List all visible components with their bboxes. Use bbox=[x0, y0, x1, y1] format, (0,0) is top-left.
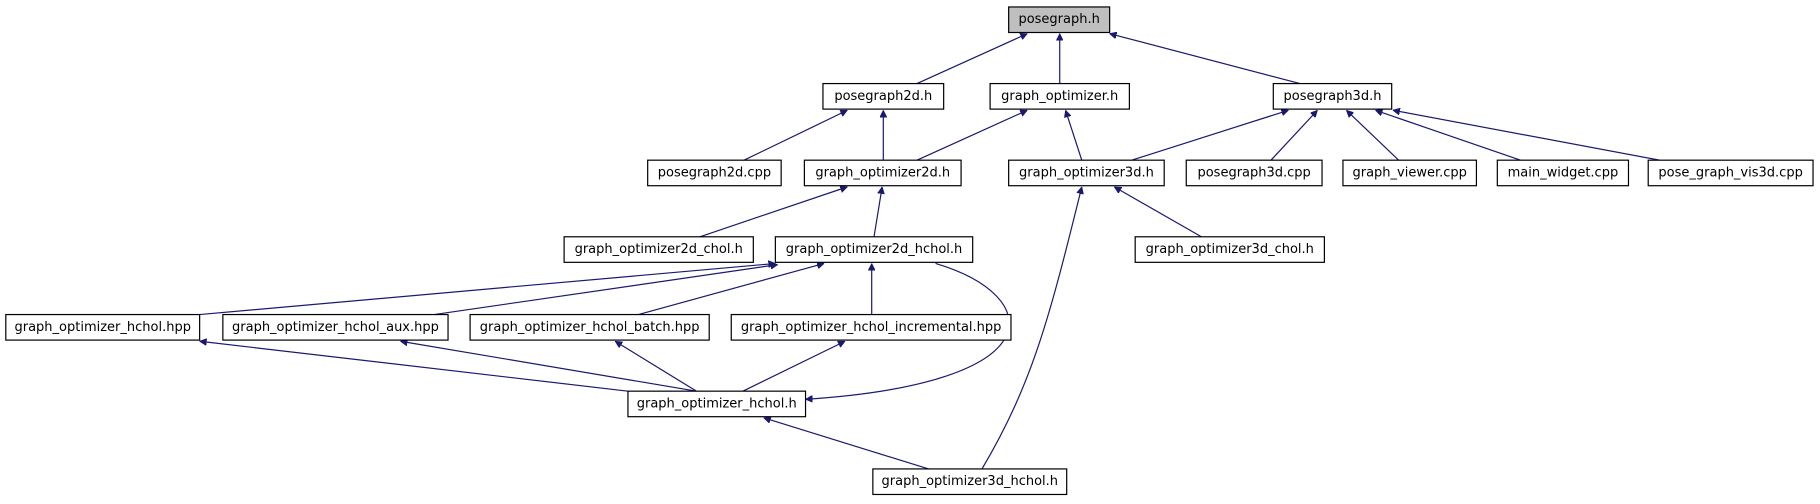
node-label: main_widget.cpp bbox=[1508, 165, 1619, 180]
node-label: graph_optimizer_hchol_aux.hpp bbox=[232, 320, 439, 335]
node-label: graph_optimizer2d_chol.h bbox=[575, 242, 743, 257]
node-label: posegraph3d.cpp bbox=[1197, 165, 1310, 180]
node-label: posegraph.h bbox=[1018, 12, 1099, 27]
edge-graph-optimizer3d-h-to-posegraph3d-h bbox=[1131, 110, 1289, 161]
node-label: graph_optimizer3d_chol.h bbox=[1146, 242, 1314, 257]
node-box[interactable] bbox=[1008, 159, 1165, 187]
node-box[interactable] bbox=[872, 468, 1068, 496]
node-label: posegraph3d.h bbox=[1284, 89, 1382, 104]
node-box[interactable] bbox=[222, 313, 449, 341]
edge-graph-optimizer-hchol-hpp-to-graph-optimizer2d-hchol-h bbox=[199, 263, 776, 316]
node-posegraph2d-cpp[interactable]: posegraph2d.cpp bbox=[647, 159, 782, 187]
node-graph-optimizer-hchol-aux-hpp[interactable]: graph_optimizer_hchol_aux.hpp bbox=[222, 313, 449, 341]
edge-graph-optimizer2d-h-to-graph-optimizer-h bbox=[916, 110, 1027, 161]
node-box[interactable] bbox=[1342, 159, 1478, 187]
node-label: graph_optimizer.h bbox=[1001, 89, 1118, 104]
edge-posegraph3d-h-to-posegraph-h bbox=[1110, 34, 1301, 85]
edge-graph-optimizer-hchol-batch-hpp-to-graph-optimizer2d-hchol-h bbox=[638, 263, 824, 316]
node-label: graph_optimizer2d.h bbox=[815, 165, 950, 180]
node-box[interactable] bbox=[1272, 82, 1393, 110]
node-main-widget-cpp[interactable]: main_widget.cpp bbox=[1496, 159, 1630, 187]
node-pose-graph-vis3d-cpp[interactable]: pose_graph_vis3d.cpp bbox=[1647, 159, 1814, 187]
node-posegraph3d-cpp[interactable]: posegraph3d.cpp bbox=[1185, 159, 1323, 187]
node-graph-optimizer2d-chol-h[interactable]: graph_optimizer2d_chol.h bbox=[563, 236, 754, 263]
edge-posegraph2d-h-to-posegraph-h bbox=[916, 34, 1027, 85]
node-graph-optimizer-hchol-hpp[interactable]: graph_optimizer_hchol.hpp bbox=[5, 313, 201, 341]
node-graph-viewer-cpp[interactable]: graph_viewer.cpp bbox=[1342, 159, 1478, 187]
node-box[interactable] bbox=[627, 390, 807, 418]
node-box[interactable] bbox=[1008, 6, 1111, 34]
node-graph-optimizer3d-h[interactable]: graph_optimizer3d.h bbox=[1008, 159, 1165, 187]
edge-graph-optimizer-hchol-h-to-graph-optimizer-hchol-incremental-hpp bbox=[742, 340, 845, 392]
node-label: graph_optimizer3d_hchol.h bbox=[882, 474, 1059, 489]
node-graph-optimizer2d-h[interactable]: graph_optimizer2d.h bbox=[803, 159, 962, 187]
edge-graph-optimizer-hchol-h-to-graph-optimizer-hchol-aux-hpp bbox=[400, 341, 697, 392]
edge-graph-optimizer3d-chol-h-to-graph-optimizer3d-h bbox=[1114, 186, 1202, 238]
node-box[interactable] bbox=[1185, 159, 1323, 187]
edge-graph-optimizer-hchol-aux-hpp-to-graph-optimizer2d-hchol-h bbox=[434, 265, 778, 316]
node-box[interactable] bbox=[803, 159, 962, 187]
edge-posegraph2d-cpp-to-posegraph2d-h bbox=[743, 109, 847, 161]
node-box[interactable] bbox=[730, 313, 1012, 341]
node-box[interactable] bbox=[5, 313, 201, 341]
node-graph-optimizer2d-hchol-h[interactable]: graph_optimizer2d_hchol.h bbox=[774, 236, 974, 263]
edge-pose-graph-vis3d-cpp-to-posegraph3d-h bbox=[1393, 110, 1660, 161]
node-graph-optimizer-hchol-incremental-hpp[interactable]: graph_optimizer_hchol_incremental.hpp bbox=[730, 313, 1012, 341]
node-label: posegraph2d.cpp bbox=[658, 165, 771, 180]
node-label: graph_optimizer_hchol.hpp bbox=[14, 320, 190, 335]
node-box[interactable] bbox=[1647, 159, 1814, 187]
node-label: graph_optimizer_hchol_batch.hpp bbox=[480, 320, 700, 335]
edge-graph-optimizer2d-hchol-h-to-graph-optimizer2d-h bbox=[873, 187, 882, 237]
node-box[interactable] bbox=[469, 313, 710, 341]
node-label: pose_graph_vis3d.cpp bbox=[1658, 165, 1802, 180]
node-box[interactable] bbox=[989, 82, 1130, 110]
edge-graph-optimizer2d-chol-h-to-graph-optimizer2d-h bbox=[699, 187, 847, 238]
node-label: graph_viewer.cpp bbox=[1352, 165, 1466, 180]
edge-graph-optimizer3d-hchol-h-to-graph-optimizer-hchol-h bbox=[764, 418, 929, 470]
node-label: graph_optimizer_hchol.h bbox=[637, 396, 797, 411]
node-label: posegraph2d.h bbox=[834, 89, 932, 104]
node-box[interactable] bbox=[563, 236, 754, 263]
node-label: graph_optimizer3d.h bbox=[1019, 165, 1154, 180]
node-graph-optimizer-h[interactable]: graph_optimizer.h bbox=[989, 82, 1130, 110]
edge-graph-optimizer-hchol-h-to-graph-optimizer-hchol-batch-hpp bbox=[615, 340, 697, 392]
node-label: graph_optimizer_hchol_incremental.hpp bbox=[741, 320, 1002, 335]
node-box[interactable] bbox=[822, 82, 945, 110]
edge-posegraph3d-cpp-to-posegraph3d-h bbox=[1270, 110, 1317, 161]
node-graph-optimizer-hchol-h[interactable]: graph_optimizer_hchol.h bbox=[627, 390, 807, 418]
node-box[interactable] bbox=[774, 236, 974, 263]
edge-graph-optimizer3d-hchol-h-to-graph-optimizer3d-h bbox=[981, 187, 1082, 470]
node-posegraph2d-h[interactable]: posegraph2d.h bbox=[822, 82, 945, 110]
node-box[interactable] bbox=[1134, 236, 1325, 263]
node-posegraph-h[interactable]: posegraph.h bbox=[1008, 6, 1111, 34]
node-graph-optimizer3d-chol-h[interactable]: graph_optimizer3d_chol.h bbox=[1134, 236, 1325, 263]
node-label: graph_optimizer2d_hchol.h bbox=[786, 242, 963, 257]
node-box[interactable] bbox=[1496, 159, 1630, 187]
nodes-layer: posegraph.h posegraph2d.h graph_optimizer.… bbox=[5, 6, 1814, 496]
edge-graph-optimizer-hchol-h-to-graph-optimizer-hchol-hpp bbox=[200, 341, 629, 392]
node-posegraph3d-h[interactable]: posegraph3d.h bbox=[1272, 82, 1393, 110]
edge-graph-viewer-cpp-to-posegraph3d-h bbox=[1346, 110, 1400, 161]
edge-main-widget-cpp-to-posegraph3d-h bbox=[1375, 110, 1521, 161]
node-box[interactable] bbox=[647, 159, 782, 187]
edge-graph-optimizer3d-h-to-graph-optimizer-h bbox=[1066, 110, 1083, 161]
node-graph-optimizer-hchol-batch-hpp[interactable]: graph_optimizer_hchol_batch.hpp bbox=[469, 313, 710, 341]
node-graph-optimizer3d-hchol-h[interactable]: graph_optimizer3d_hchol.h bbox=[872, 468, 1068, 496]
